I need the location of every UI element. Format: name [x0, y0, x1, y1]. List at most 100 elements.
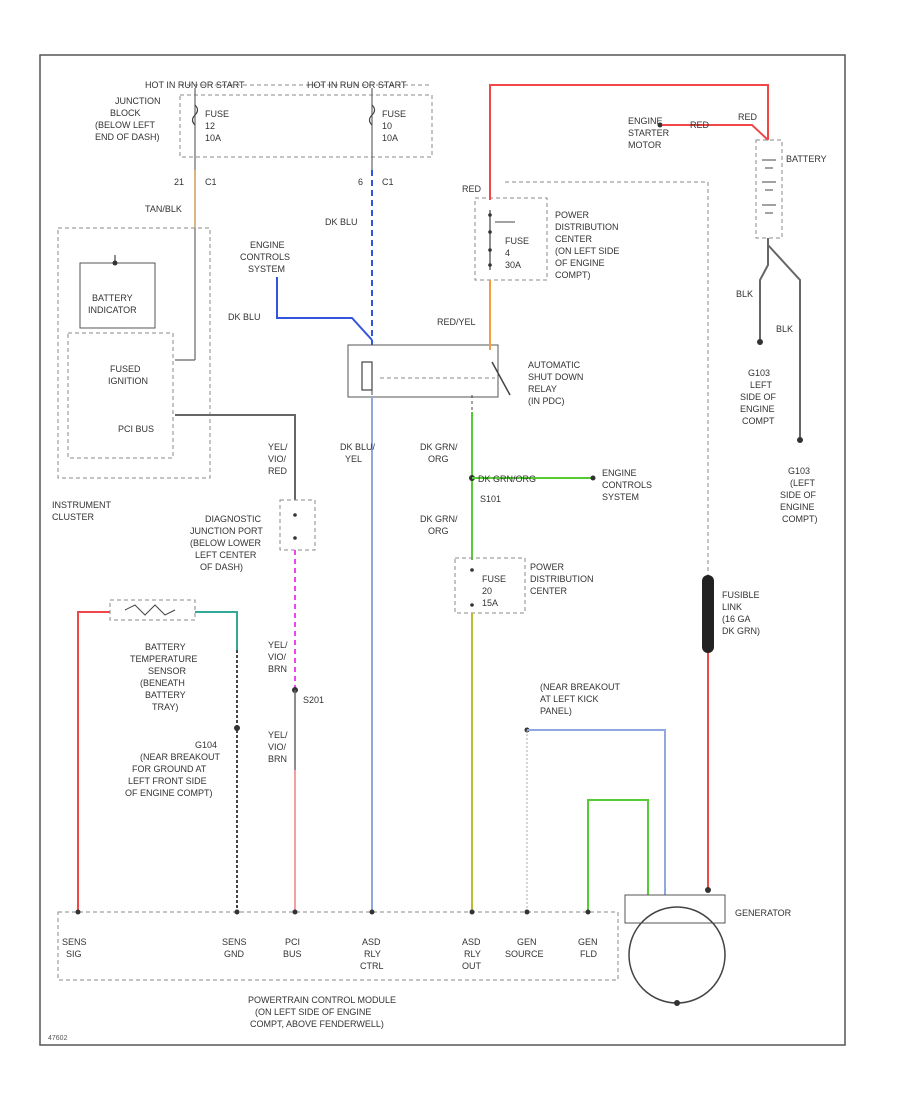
svg-text:10A: 10A [382, 133, 398, 143]
diagnostic-junction-port [279, 499, 316, 551]
svg-text:(NEAR BREAKOUT: (NEAR BREAKOUT [540, 682, 621, 692]
svg-text:INSTRUMENT: INSTRUMENT [52, 500, 111, 510]
svg-text:30A: 30A [505, 260, 521, 270]
gen-fld-wire [587, 799, 649, 912]
svg-text:DK GRN): DK GRN) [722, 626, 760, 636]
svg-text:COMPT): COMPT) [555, 270, 591, 280]
pcm-pci-bus: PCI BUS [283, 937, 302, 959]
dk-blu-label-b: DK BLU [228, 312, 261, 322]
junction-block-label: JUNCTION BLOCK (BELOW LEFT END OF DASH) [95, 96, 161, 142]
svg-text:15A: 15A [482, 598, 498, 608]
svg-text:JUNCTION PORT: JUNCTION PORT [190, 526, 263, 536]
svg-text:(LEFT: (LEFT [790, 478, 816, 488]
svg-text:OF ENGINE: OF ENGINE [555, 258, 605, 268]
gen-source-wire-upper [527, 729, 666, 895]
battery-indicator-label: BATTERY INDICATOR [88, 293, 137, 315]
svg-text:LINK: LINK [722, 602, 742, 612]
junction-block-outline [179, 94, 433, 158]
battery-label: BATTERY [786, 154, 827, 164]
instrument-cluster-outline [57, 227, 211, 479]
svg-text:BRN: BRN [268, 664, 287, 674]
asd-relay-switch [491, 361, 511, 396]
svg-text:STARTER: STARTER [628, 128, 670, 138]
svg-text:COMPT: COMPT [742, 416, 775, 426]
engine-controls-system-label-a: ENGINE CONTROLS SYSTEM [240, 240, 290, 274]
s201-label: S201 [303, 695, 324, 705]
cavity-6: 6 [358, 177, 363, 187]
near-breakout-label: (NEAR BREAKOUT AT LEFT KICK PANEL) [540, 682, 621, 716]
svg-text:RLY: RLY [364, 949, 381, 959]
yel-vio-brn-label-b: YEL/ VIO/ BRN [268, 730, 288, 764]
svg-text:FUSE: FUSE [382, 109, 406, 119]
svg-text:LEFT FRONT SIDE: LEFT FRONT SIDE [128, 776, 207, 786]
svg-text:YEL: YEL [345, 454, 362, 464]
svg-text:ENGINE: ENGINE [602, 468, 637, 478]
svg-text:GND: GND [224, 949, 245, 959]
svg-text:20: 20 [482, 586, 492, 596]
svg-text:ENGINE: ENGINE [250, 240, 285, 250]
battery-outline [755, 139, 783, 239]
svg-text:BATTERY: BATTERY [92, 293, 133, 303]
asd-relay-coil [361, 361, 373, 391]
svg-text:END OF DASH): END OF DASH) [95, 132, 160, 142]
fuse-4-label: FUSE 4 30A [505, 236, 529, 270]
svg-text:FUSED: FUSED [110, 364, 141, 374]
svg-text:VIO/: VIO/ [268, 742, 287, 752]
svg-text:FUSE: FUSE [205, 109, 229, 119]
svg-text:BRN: BRN [268, 754, 287, 764]
svg-text:G103: G103 [788, 466, 810, 476]
engine-starter-motor-label: ENGINE STARTER MOTOR [628, 116, 670, 150]
fuse-12-symbol [191, 104, 199, 126]
svg-text:ENGINE: ENGINE [780, 502, 815, 512]
svg-text:DISTRIBUTION: DISTRIBUTION [555, 222, 619, 232]
pcm-gen-source: GEN SOURCE [505, 937, 544, 959]
fusible-link-label: FUSIBLE LINK (16 GA DK GRN) [722, 590, 760, 636]
red-label-b: RED [690, 120, 710, 130]
svg-text:FOR GROUND AT: FOR GROUND AT [132, 764, 207, 774]
svg-text:(IN PDC): (IN PDC) [528, 396, 565, 406]
tan-blk-label: TAN/BLK [145, 204, 182, 214]
pcm-sens-sig: SENS SIG [62, 937, 87, 959]
svg-text:10: 10 [382, 121, 392, 131]
svg-text:POWERTRAIN CONTROL MODULE: POWERTRAIN CONTROL MODULE [248, 995, 396, 1005]
svg-text:INDICATOR: INDICATOR [88, 305, 137, 315]
fusible-link [702, 575, 714, 653]
g103-label-b: G103 (LEFT SIDE OF ENGINE COMPT) [780, 466, 818, 524]
svg-text:SIDE OF: SIDE OF [740, 392, 777, 402]
yel-vio-red-label: YEL/ VIO/ RED [268, 442, 288, 476]
svg-text:(BELOW LEFT: (BELOW LEFT [95, 120, 156, 130]
diagram-code: 47602 [48, 1035, 68, 1042]
svg-text:CTRL: CTRL [360, 961, 384, 971]
svg-text:MOTOR: MOTOR [628, 140, 662, 150]
hot-in-run-label-right: HOT IN RUN OR START [307, 80, 407, 90]
connector-c1-b: C1 [382, 177, 394, 187]
svg-text:FUSE: FUSE [482, 574, 506, 584]
blk-ground-wire-a [759, 238, 769, 340]
svg-text:FUSE: FUSE [505, 236, 529, 246]
svg-text:DK GRN/: DK GRN/ [420, 514, 458, 524]
pdc-top-label: POWER DISTRIBUTION CENTER (ON LEFT SIDE … [555, 210, 619, 280]
svg-text:RED: RED [268, 466, 288, 476]
dk-grn-org-label-b: DK GRN/ORG [478, 474, 536, 484]
pdc-top-outline [474, 197, 548, 281]
svg-text:SENS: SENS [222, 937, 247, 947]
blk-label-a: BLK [736, 289, 753, 299]
red-label-c: RED [738, 112, 758, 122]
svg-text:BATTERY: BATTERY [145, 690, 186, 700]
asd-relay-label: AUTOMATIC SHUT DOWN RELAY (IN PDC) [528, 360, 583, 406]
svg-text:(BELOW LOWER: (BELOW LOWER [190, 538, 262, 548]
generator-label: GENERATOR [735, 908, 792, 918]
svg-text:SHUT DOWN: SHUT DOWN [528, 372, 583, 382]
svg-text:RELAY: RELAY [528, 384, 557, 394]
pdc-bottom-label: POWER DISTRIBUTION CENTER [530, 562, 594, 596]
sens-sig-wire [77, 611, 110, 912]
pci-bus-wire [175, 414, 296, 500]
pcm-pins [75, 909, 591, 915]
svg-text:ASD: ASD [462, 937, 481, 947]
cluster-inner-outline [67, 332, 174, 459]
svg-text:(ON LEFT SIDE OF ENGINE: (ON LEFT SIDE OF ENGINE [255, 1007, 371, 1017]
svg-text:G104: G104 [195, 740, 217, 750]
dk-blu-wire-ecs [276, 277, 373, 341]
svg-text:(NEAR BREAKOUT: (NEAR BREAKOUT [140, 752, 221, 762]
